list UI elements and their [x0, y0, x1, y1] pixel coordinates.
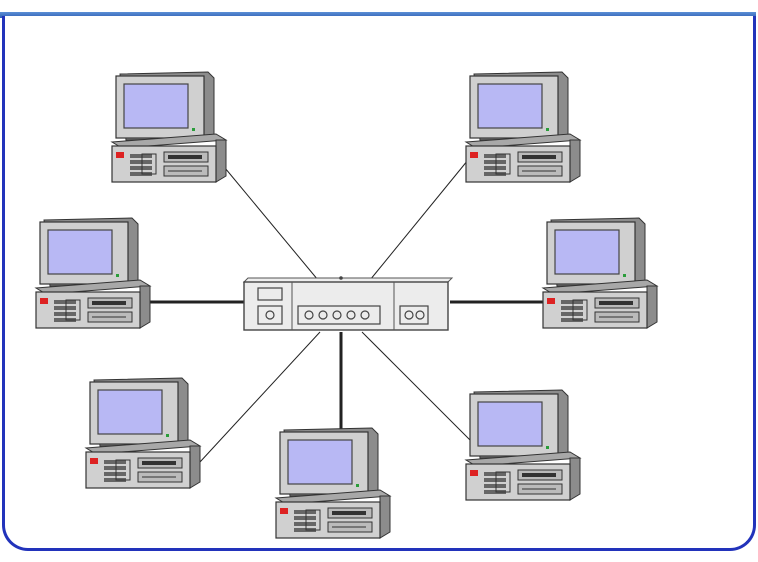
computer-bottom-left — [84, 377, 202, 489]
monitor-screen — [554, 229, 620, 275]
computer-middle-left — [34, 217, 152, 329]
monitor-screen — [287, 439, 353, 485]
computer-bottom-right — [464, 389, 582, 501]
monitor-screen — [477, 401, 543, 447]
hub-port — [304, 310, 314, 320]
cable-computer-bottom-right — [361, 331, 476, 446]
monitor-screen — [97, 389, 163, 435]
monitor-screen — [123, 83, 189, 129]
monitor-screen — [477, 83, 543, 129]
cables-group — [150, 159, 546, 463]
power-led-icon — [280, 508, 288, 514]
frame-top-bar — [0, 12, 756, 18]
power-led-icon — [547, 298, 555, 304]
computer-middle-right — [541, 217, 659, 329]
computer-bottom-center — [274, 427, 392, 539]
power-led-icon — [470, 470, 478, 476]
computer-top-left — [110, 71, 228, 183]
cable-computer-bottom-left — [199, 331, 321, 463]
hub-port — [360, 310, 370, 320]
power-led-icon — [40, 298, 48, 304]
hub-port — [346, 310, 356, 320]
computers-group — [34, 71, 659, 539]
hub-port — [318, 310, 328, 320]
network-hub-icon — [242, 276, 454, 331]
power-led-icon — [90, 458, 98, 464]
monitor-screen — [47, 229, 113, 275]
computer-top-right — [464, 71, 582, 183]
hub-port — [332, 310, 342, 320]
cable-computer-top-left — [224, 167, 319, 281]
cable-computer-top-right — [369, 159, 469, 281]
power-led-icon — [470, 152, 478, 158]
power-led-icon — [116, 152, 124, 158]
